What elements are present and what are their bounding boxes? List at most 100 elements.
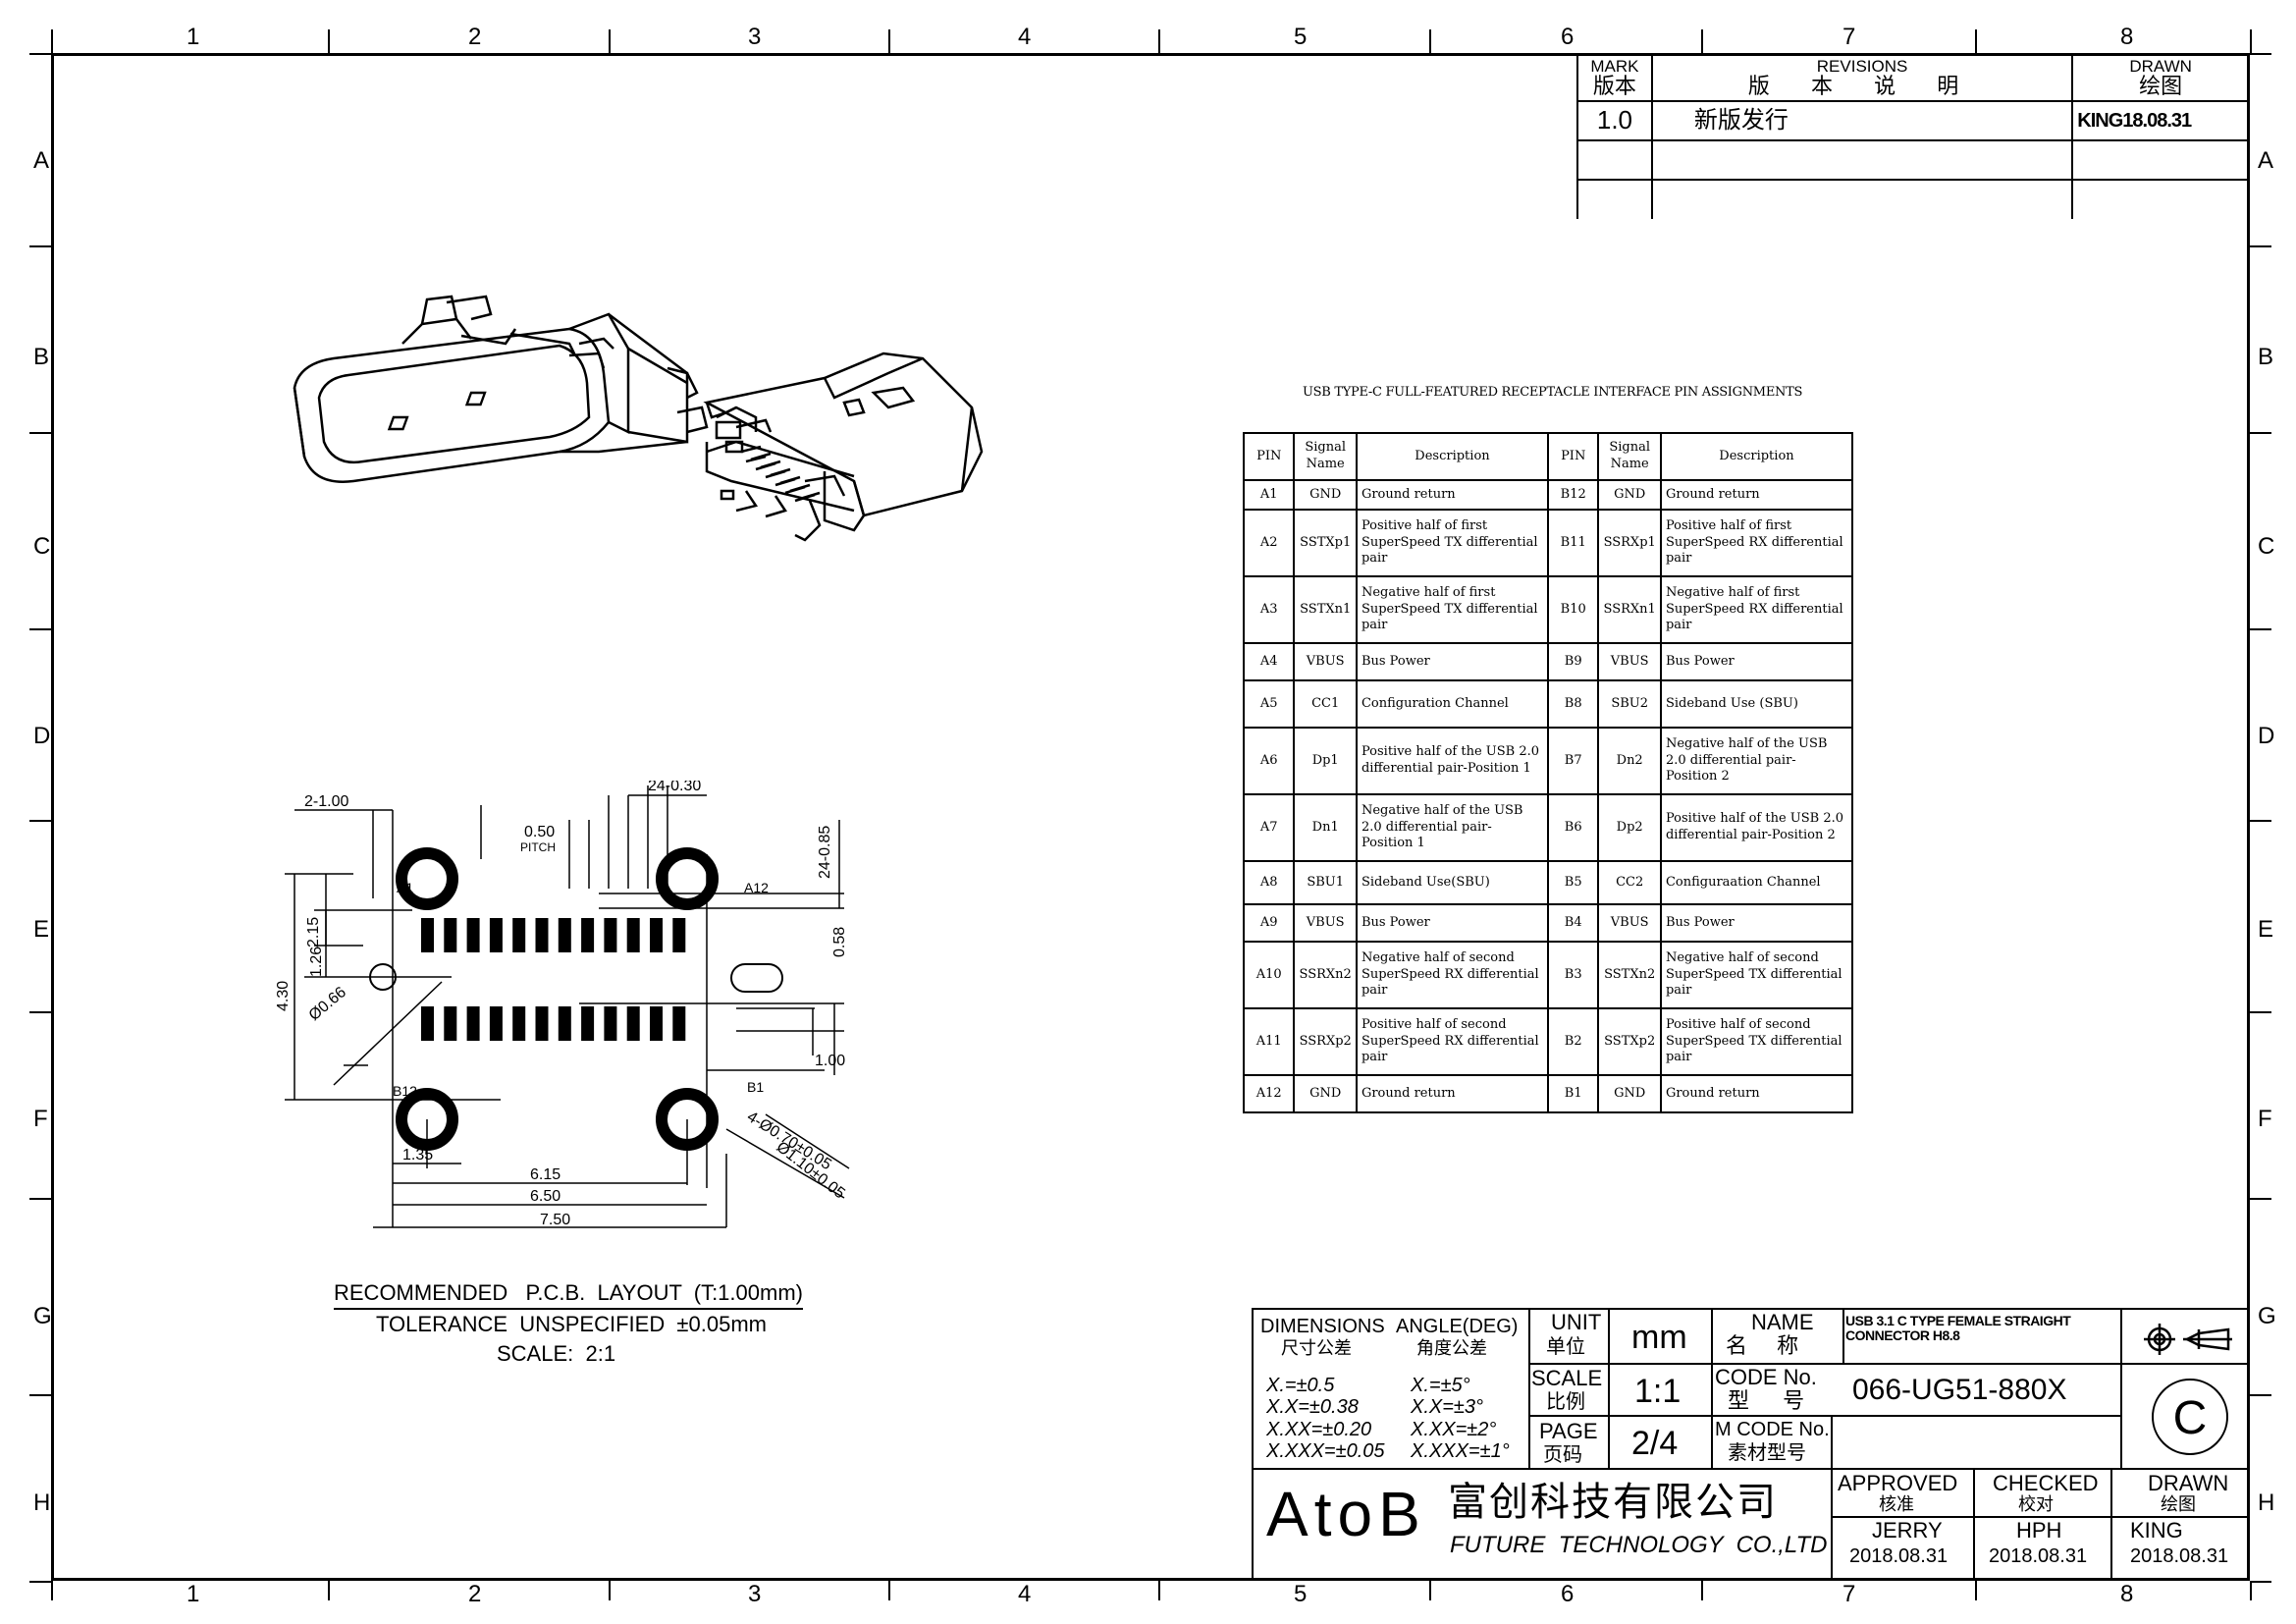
- zone-column-label: 6: [1561, 1581, 1575, 1607]
- revisions-header: REVISIONS 版 本 说 明: [1650, 53, 2074, 102]
- unit-value: mm: [1631, 1319, 1687, 1356]
- pad-row-top: [444, 918, 457, 952]
- dim-7.50: 7.50: [540, 1212, 570, 1228]
- zone-column-label: 5: [1294, 24, 1308, 50]
- dim-2.15: 2.15: [305, 917, 322, 947]
- zone-row-label: B: [33, 344, 50, 370]
- zone-tick: [888, 29, 890, 53]
- signal-a: SBU1: [1293, 860, 1358, 905]
- drawn-label: DRAWN: [2129, 56, 2192, 76]
- zone-column-label: 1: [187, 1581, 200, 1607]
- zone-column-label: 3: [748, 1581, 762, 1607]
- angle-label: ANGLE(DEG): [1396, 1316, 1519, 1337]
- zone-tick: [2250, 1394, 2271, 1396]
- pad-row-top: [626, 918, 640, 952]
- revisions-table: MARK 版本 REVISIONS 版 本 说 明 DRAWN 绘图 1.0 新…: [1576, 53, 2250, 219]
- code-label: CODE No.: [1715, 1365, 1817, 1389]
- zone-tick: [2250, 1198, 2271, 1200]
- zone-tick: [609, 29, 611, 53]
- angle-tolerances: X.=±5° X.X=±3° X.XX=±2° X.XXX=±1°: [1411, 1375, 1510, 1463]
- checked-label-cn: 校对: [2018, 1494, 2054, 1514]
- dim-2-1.00: 2-1.00: [304, 793, 348, 810]
- description-a: Bus Power: [1355, 903, 1549, 943]
- zone-column-label: 5: [1294, 1581, 1308, 1607]
- signal-b: GND: [1597, 479, 1662, 511]
- zone-tick: [29, 432, 53, 434]
- pin-b: B8: [1546, 679, 1600, 729]
- pin-b: B4: [1546, 903, 1600, 943]
- angle-label-cn: 角度公差: [1416, 1338, 1487, 1358]
- drawn-label-cn: 绘图: [2139, 74, 2183, 99]
- pin-a: A11: [1242, 1007, 1296, 1076]
- pin-a: A3: [1242, 575, 1296, 644]
- zone-tick: [2250, 1581, 2271, 1583]
- description-b: Negative half of the USB 2.0 differentia…: [1659, 727, 1854, 795]
- drawn-name: KING: [2130, 1518, 2183, 1543]
- header-description-a: Description: [1355, 432, 1549, 481]
- checked-label: CHECKED: [1993, 1471, 2099, 1495]
- revision-row-empty: [1576, 139, 2250, 181]
- pad-row-top: [535, 918, 549, 952]
- dim-1.35: 1.35: [402, 1147, 433, 1164]
- approved-label: APPROVED: [1838, 1471, 1958, 1495]
- description-b: Positive half of the USB 2.0 differentia…: [1659, 793, 1854, 862]
- unit-label: UNIT: [1551, 1310, 1602, 1334]
- zone-tick: [328, 29, 330, 53]
- zone-column-label: 1: [187, 24, 200, 50]
- zone-tick: [29, 1198, 53, 1200]
- pad-row-bottom: [535, 1006, 549, 1041]
- pad-row-bottom: [489, 1006, 503, 1041]
- pcb-dimension-labels: 2-1.00 0.50 PITCH 24-0.30 24-0.85 2.15 1…: [275, 781, 848, 1228]
- zone-tick: [2250, 245, 2271, 247]
- pad-row-bottom: [672, 1006, 686, 1041]
- signal-a: VBUS: [1293, 642, 1358, 681]
- dim-pitch-label: PITCH: [520, 840, 556, 854]
- signal-a: SSTXp1: [1293, 509, 1358, 577]
- copyright-icon: C: [2152, 1379, 2228, 1455]
- dim-24-0.85: 24-0.85: [817, 826, 833, 879]
- signal-a: SSRXn2: [1293, 941, 1358, 1009]
- zone-row-label: E: [2258, 916, 2274, 943]
- revisions-label-cn: 版 本 说 明: [1747, 74, 1977, 99]
- pin-a: A6: [1242, 727, 1296, 795]
- pad-row-bottom: [604, 1006, 617, 1041]
- description-a: Ground return: [1355, 1074, 1549, 1113]
- signal-b: GND: [1597, 1074, 1662, 1113]
- pin-a: A1: [1242, 479, 1296, 511]
- revisions-label: REVISIONS: [1816, 56, 1908, 76]
- pin-a: A4: [1242, 642, 1296, 681]
- zone-row-label: E: [33, 916, 50, 943]
- drawn-label-cn: 绘图: [2161, 1494, 2196, 1514]
- signal-a: VBUS: [1293, 903, 1358, 943]
- signal-a: Dp1: [1293, 727, 1358, 795]
- zone-tick: [1158, 1581, 1160, 1600]
- zone-row-label: C: [2258, 533, 2275, 560]
- zone-row-label: D: [2258, 723, 2275, 749]
- dim-6.50: 6.50: [530, 1188, 561, 1205]
- zone-tick: [1975, 29, 1977, 53]
- pad-row-bottom: [512, 1006, 526, 1041]
- pin-b: B2: [1546, 1007, 1600, 1076]
- mark-header: MARK 版本: [1576, 53, 1653, 102]
- signal-b: CC2: [1597, 860, 1662, 905]
- approved-name: JERRY: [1872, 1518, 1943, 1543]
- signal-a: CC1: [1293, 679, 1358, 729]
- zone-column-label: 4: [1018, 1581, 1032, 1607]
- pin-b: B10: [1546, 575, 1600, 644]
- mcode-label-cn: 素材型号: [1728, 1442, 1806, 1464]
- description-b: Ground return: [1659, 479, 1854, 511]
- dimensions-label-cn: 尺寸公差: [1281, 1338, 1352, 1358]
- zone-tick: [29, 245, 53, 247]
- pin-a: A12: [1242, 1074, 1296, 1113]
- checked-name: HPH: [2016, 1518, 2062, 1543]
- pin-assignment-table: PIN Signal Name Description PIN Signal N…: [1242, 432, 1854, 1113]
- signal-a: Dn1: [1293, 793, 1358, 862]
- pad-row-top: [558, 918, 571, 952]
- description-b: Ground return: [1659, 1074, 1854, 1113]
- description-a: Negative half of first SuperSpeed TX dif…: [1355, 575, 1549, 644]
